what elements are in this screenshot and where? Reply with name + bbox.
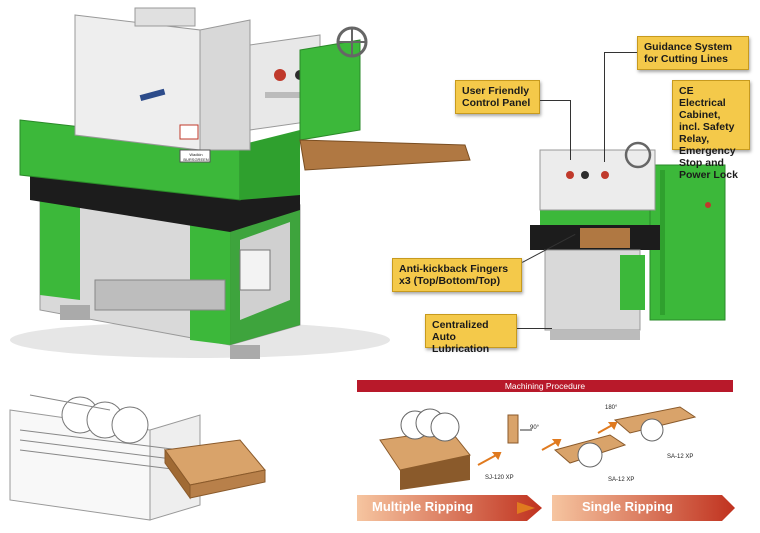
model-sj-label: SJ-120 XP xyxy=(485,475,514,481)
main-machine-illustration xyxy=(10,7,471,359)
procedure-arrow-bar xyxy=(357,495,735,521)
single-ripping-label: Single Ripping xyxy=(582,499,673,514)
procedure-illustration xyxy=(379,406,697,490)
front-machine-illustration xyxy=(530,141,726,340)
brand-plate-label: Wadkin BURSGREEN xyxy=(183,152,209,162)
leader-line xyxy=(604,52,605,162)
callout-electrical-cabinet: CE Electrical Cabinet, incl. Safety Rela… xyxy=(672,80,750,181)
leader-line xyxy=(604,52,637,53)
leader-line xyxy=(540,100,570,101)
angle-180-label: 180° xyxy=(605,405,618,411)
model-sa-label-2: SA-12 XP xyxy=(667,454,694,460)
ripping-diagram xyxy=(9,394,266,521)
multiple-ripping-label: Multiple Ripping xyxy=(372,499,474,514)
callout-control-panel: User Friendly Control Panel xyxy=(455,80,540,114)
leader-line xyxy=(517,328,552,329)
model-sa-label-1: SA-12 XP xyxy=(608,477,635,483)
callout-auto-lubrication: Centralized Auto Lubrication xyxy=(425,314,517,355)
machining-procedure-banner: Machining Procedure xyxy=(357,380,733,392)
callout-anti-kickback: Anti-kickback Fingers x3 (Top/Bottom/Top… xyxy=(392,258,522,292)
angle-90-label: 90° xyxy=(530,425,540,431)
leader-line xyxy=(570,100,571,160)
callout-guidance-system: Guidance System for Cutting Lines xyxy=(637,36,749,70)
